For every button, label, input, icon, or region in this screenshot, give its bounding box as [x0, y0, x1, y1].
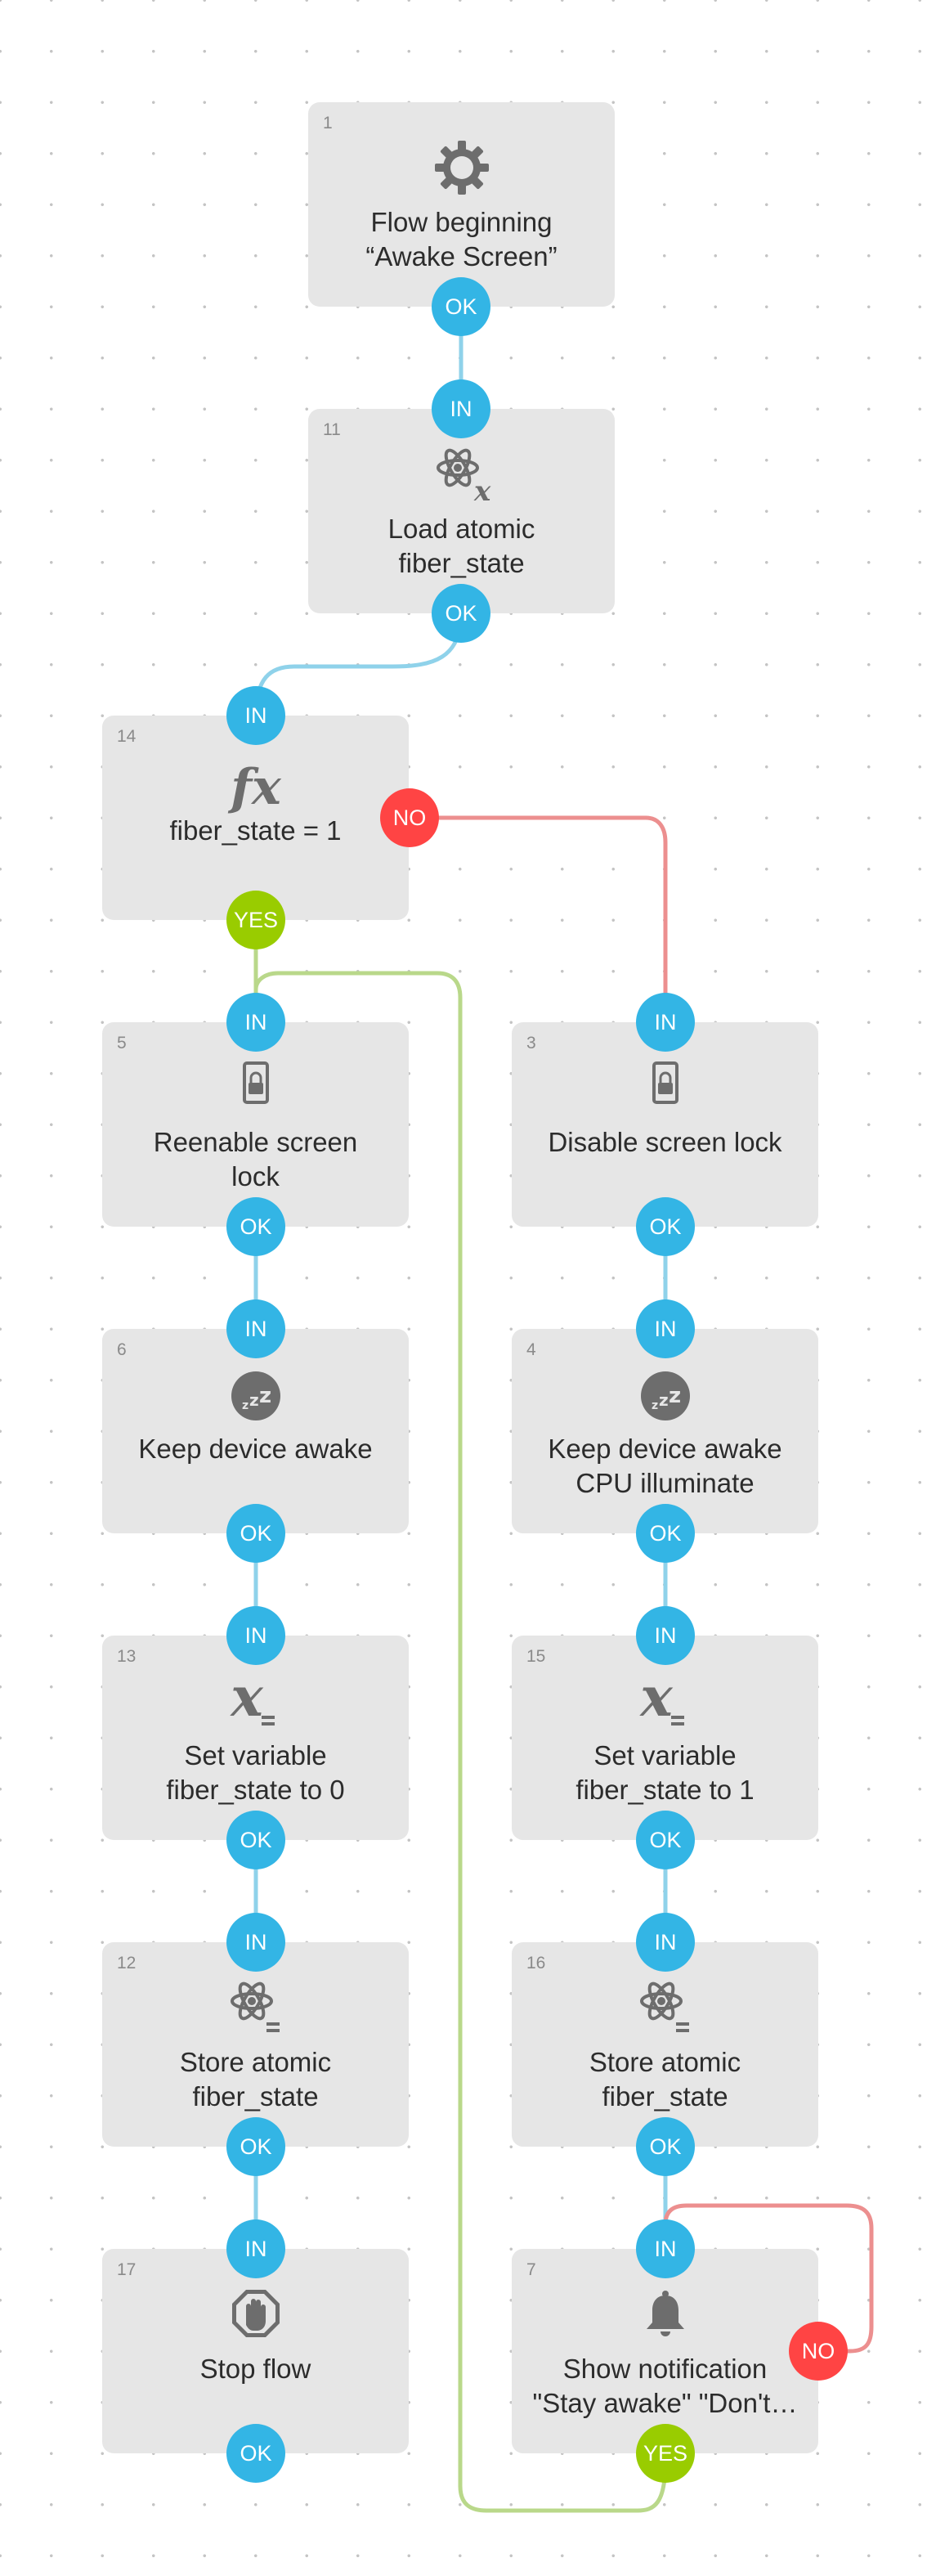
- svg-text:z: z: [242, 1399, 249, 1412]
- wire-11-to-14: [253, 611, 464, 718]
- flow-block-3[interactable]: 3 Disable screen lock: [512, 1022, 818, 1227]
- port-ok-block-15[interactable]: OK: [636, 1811, 695, 1869]
- svg-text:fx: fx: [227, 759, 282, 814]
- port-in-block-4[interactable]: IN: [636, 1299, 695, 1358]
- flow-block-15[interactable]: 15 x Set variable fiber_state to 1: [512, 1636, 818, 1840]
- block-label: Stop flow: [199, 2354, 311, 2384]
- block-id: 14: [117, 727, 137, 746]
- svg-text:x: x: [229, 1668, 263, 1729]
- svg-text:x: x: [473, 475, 491, 507]
- svg-text:z: z: [669, 1384, 681, 1408]
- fx-icon: fx: [219, 748, 293, 814]
- port-ok-block-1[interactable]: OK: [432, 277, 490, 336]
- flow-block-4[interactable]: 4 z z z Keep device awake CPU illuminate: [512, 1329, 818, 1533]
- port-ok-block-16[interactable]: OK: [636, 2117, 695, 2176]
- port-ok-block-3[interactable]: OK: [636, 1197, 695, 1256]
- port-in-block-12[interactable]: IN: [226, 1913, 285, 1972]
- block-label: Reenable screen lock: [153, 1127, 358, 1192]
- port-yes-block-7[interactable]: YES: [636, 2424, 695, 2483]
- block-id: 4: [526, 1340, 536, 1359]
- atom-equals-icon: [219, 1975, 293, 2040]
- port-ok-block-13[interactable]: OK: [226, 1811, 285, 1869]
- block-label: Store atomic fiber_state: [179, 2047, 332, 2112]
- block-id: 15: [526, 1647, 546, 1666]
- port-no-block-14[interactable]: NO: [380, 788, 439, 847]
- port-in-block-17[interactable]: IN: [226, 2219, 285, 2278]
- port-in-block-6[interactable]: IN: [226, 1299, 285, 1358]
- flow-block-14[interactable]: 14 fx fiber_state = 1: [102, 716, 409, 920]
- block-label: Flow beginning “Awake Screen”: [365, 207, 558, 272]
- port-in-block-16[interactable]: IN: [636, 1913, 695, 1972]
- svg-text:z: z: [249, 1390, 259, 1410]
- flow-block-16[interactable]: 16 Store atomic fiber_state: [512, 1942, 818, 2147]
- block-id: 11: [323, 420, 341, 439]
- port-in-block-11[interactable]: IN: [432, 379, 490, 438]
- x-equals-icon: x: [629, 1668, 702, 1734]
- port-ok-block-4[interactable]: OK: [636, 1504, 695, 1563]
- block-label: Set variable fiber_state to 0: [166, 1740, 345, 1805]
- port-in-block-15[interactable]: IN: [636, 1606, 695, 1665]
- port-no-block-7[interactable]: NO: [789, 2322, 848, 2381]
- wire-14-no-to-3: [407, 815, 668, 1025]
- wire-14-yes-to-7: [253, 918, 668, 2513]
- port-ok-block-6[interactable]: OK: [226, 1504, 285, 1563]
- port-ok-block-5[interactable]: OK: [226, 1197, 285, 1256]
- bell-icon: [629, 2282, 702, 2347]
- x-equals-icon: x: [219, 1668, 293, 1734]
- port-in-block-5[interactable]: IN: [226, 993, 285, 1052]
- svg-text:z: z: [652, 1399, 658, 1412]
- block-label: Set variable fiber_state to 1: [575, 1740, 755, 1805]
- block-id: 1: [323, 114, 333, 132]
- block-label: Keep device awake CPU illuminate: [548, 1434, 782, 1498]
- block-id: 3: [526, 1034, 536, 1052]
- svg-text:x: x: [638, 1668, 673, 1729]
- flow-block-5[interactable]: 5 Reenable screen lock: [102, 1022, 409, 1227]
- svg-text:z: z: [259, 1384, 271, 1408]
- block-label: Show notification "Stay awake" "Don't…: [532, 2354, 798, 2418]
- flow-block-7[interactable]: 7 Show notification "Stay awake" "Don't…: [512, 2249, 818, 2453]
- flow-block-11[interactable]: 11 x Load atomic fiber_state: [308, 409, 615, 613]
- svg-text:z: z: [659, 1390, 669, 1410]
- block-label: Disable screen lock: [548, 1127, 782, 1157]
- block-label: Store atomic fiber_state: [589, 2047, 741, 2112]
- atom-x-icon: x: [425, 442, 499, 507]
- port-in-block-7[interactable]: IN: [636, 2219, 695, 2278]
- port-ok-block-11[interactable]: OK: [432, 584, 490, 643]
- sleep-zzz-icon: z z z: [219, 1362, 293, 1427]
- padlock-icon: [219, 1055, 293, 1120]
- block-label: Load atomic fiber_state: [387, 514, 535, 578]
- block-label: fiber_state = 1: [169, 815, 342, 846]
- block-id: 12: [117, 1954, 137, 1972]
- block-id: 13: [117, 1647, 137, 1666]
- port-ok-block-12[interactable]: OK: [226, 2117, 285, 2176]
- port-yes-block-14[interactable]: YES: [226, 891, 285, 949]
- block-id: 7: [526, 2260, 536, 2279]
- sleep-zzz-icon: z z z: [629, 1362, 702, 1427]
- stop-hand-icon: [219, 2282, 293, 2347]
- wire-7-no-to-7: [663, 2203, 874, 2354]
- port-in-block-13[interactable]: IN: [226, 1606, 285, 1665]
- block-id: 5: [117, 1034, 127, 1052]
- flow-block-1[interactable]: 1 Flow beginning “Awake Screen”: [308, 102, 615, 307]
- port-in-block-14[interactable]: IN: [226, 686, 285, 745]
- block-id: 16: [526, 1954, 546, 1972]
- flow-block-17[interactable]: 17 Stop flow: [102, 2249, 409, 2453]
- flow-block-13[interactable]: 13 x Set variable fiber_state to 0: [102, 1636, 409, 1840]
- block-id: 17: [117, 2260, 137, 2279]
- block-id: 6: [117, 1340, 127, 1359]
- atom-equals-icon: [629, 1975, 702, 2040]
- port-ok-block-17[interactable]: OK: [226, 2424, 285, 2483]
- block-label: Keep device awake: [138, 1434, 373, 1464]
- port-in-block-3[interactable]: IN: [636, 993, 695, 1052]
- gear-icon: [425, 135, 499, 200]
- flow-block-6[interactable]: 6 z z z Keep device awake: [102, 1329, 409, 1533]
- padlock-icon: [629, 1055, 702, 1120]
- flow-block-12[interactable]: 12 Store atomic fiber_state: [102, 1942, 409, 2147]
